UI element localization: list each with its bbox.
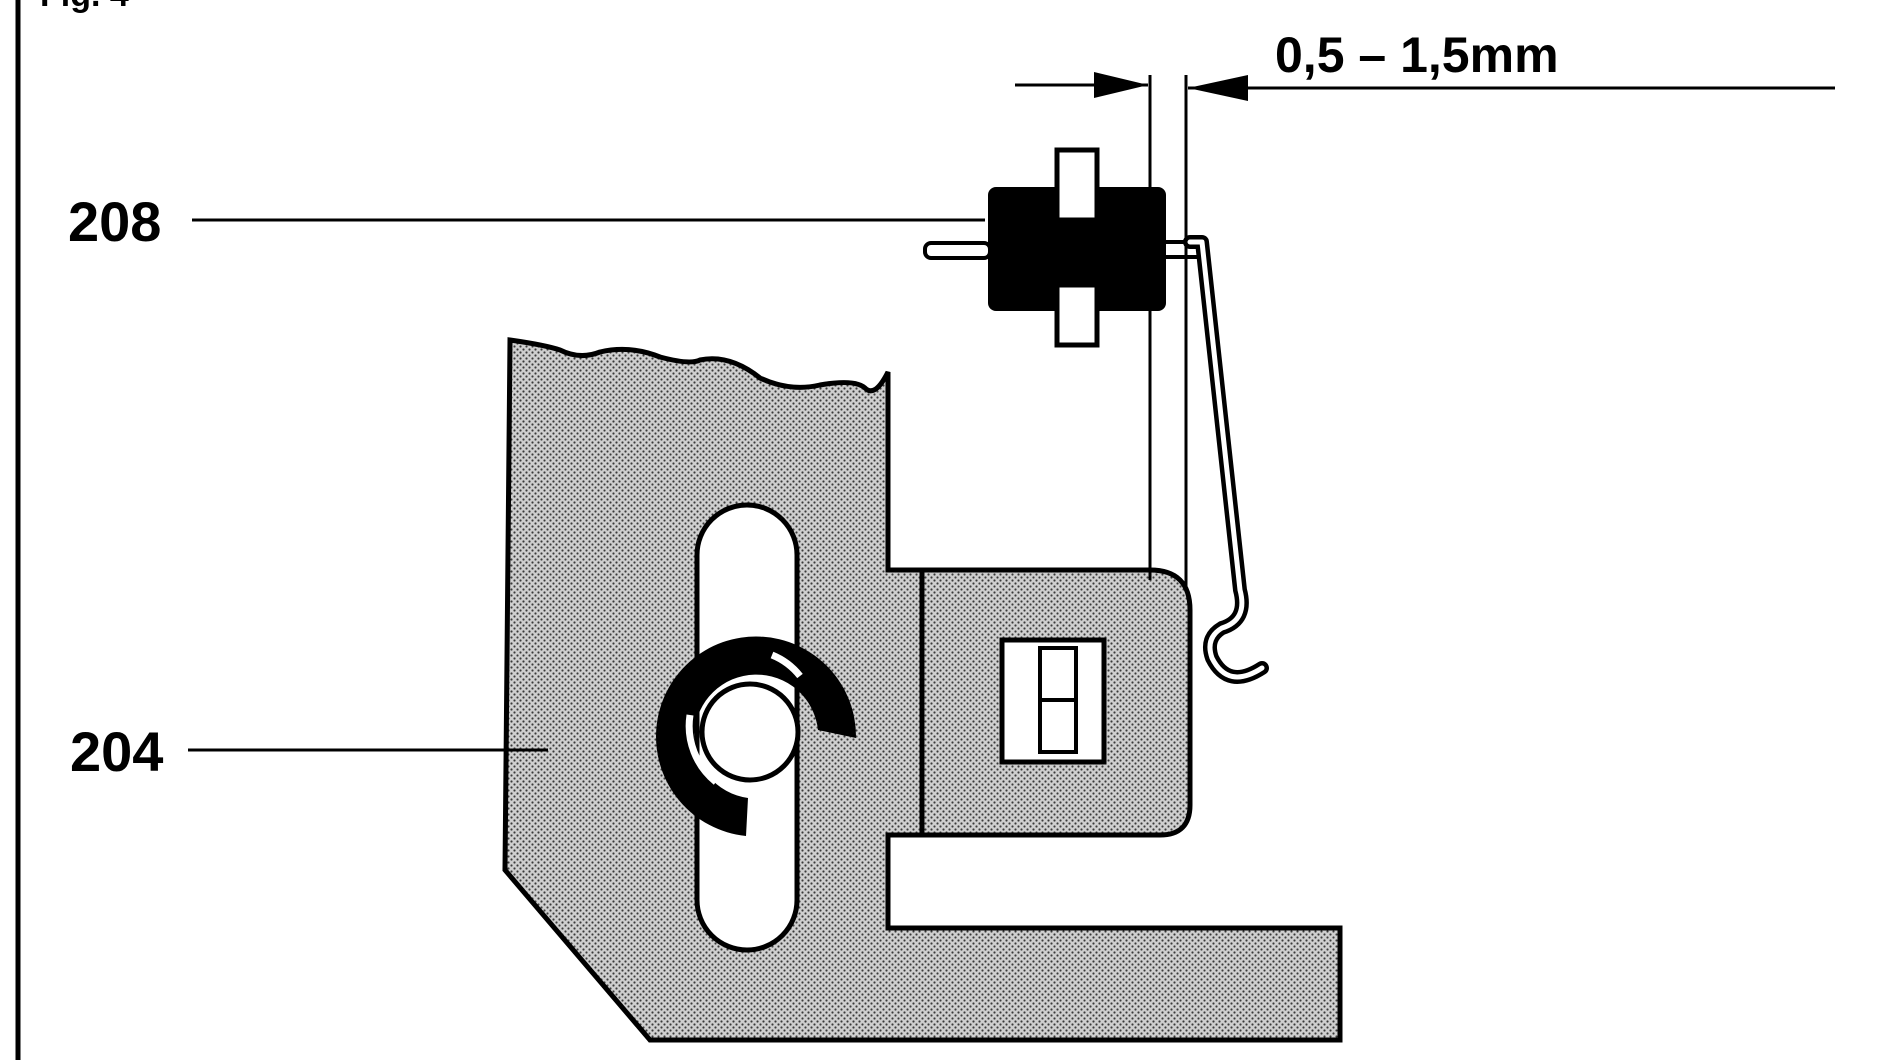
screw-head xyxy=(699,681,801,783)
washer-highlight-left xyxy=(685,714,719,785)
figure-caption: Fig. 4 xyxy=(40,0,129,14)
gap-dimension-label: 0,5 – 1,5mm xyxy=(1275,27,1559,83)
label-208: 208 xyxy=(68,190,161,253)
part-208-flange-bottom xyxy=(1054,282,1100,348)
washer-highlight-top xyxy=(770,651,803,679)
dimension-arrow-right xyxy=(1188,75,1248,101)
dimension-arrow-left xyxy=(1094,72,1148,98)
part-208-shaft-left xyxy=(923,241,992,260)
part-208-flange-top xyxy=(1054,147,1100,223)
spring-lever-inner xyxy=(1187,239,1265,680)
clamp-washer xyxy=(656,636,857,836)
part-208-body xyxy=(988,187,1166,311)
label-204: 204 xyxy=(70,720,163,783)
